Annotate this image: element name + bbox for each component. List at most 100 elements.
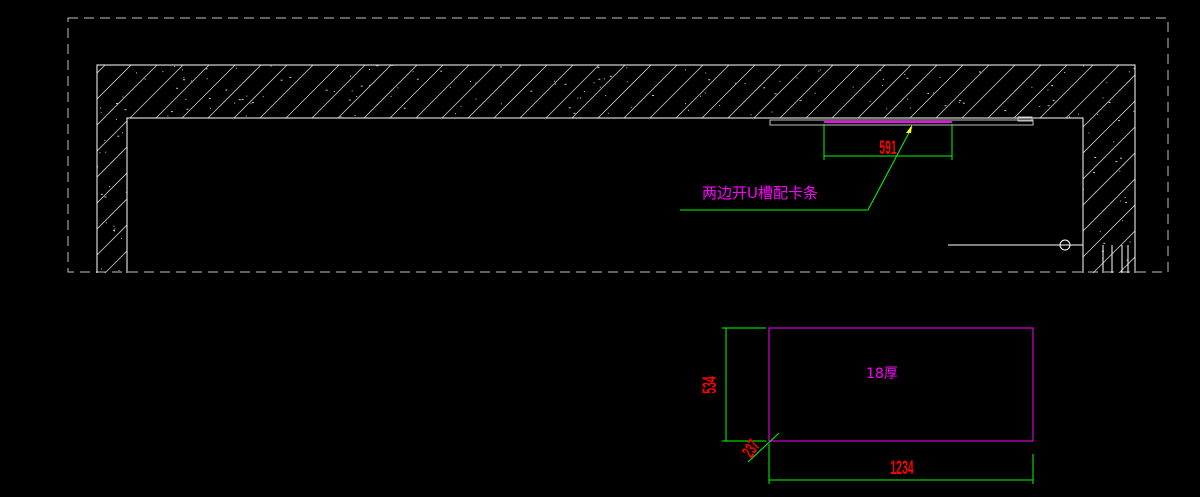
wall-outline <box>96 64 1136 273</box>
hatch-dot <box>1047 105 1050 107</box>
hatch-line <box>97 65 131 273</box>
hatch-dot <box>751 142 754 144</box>
hatch-dot <box>231 132 233 134</box>
hatch-dot <box>639 180 641 182</box>
hatch-dot <box>145 203 148 205</box>
hatch-dot <box>352 152 355 153</box>
hatch-dot <box>121 237 123 239</box>
hatch-dot <box>646 120 648 122</box>
callout-note: 两边开U槽配卡条 <box>702 184 818 202</box>
hatch-dot <box>1083 65 1085 67</box>
hatch-dot <box>730 144 733 146</box>
hatch-dot <box>649 174 651 176</box>
hatch-dot <box>369 248 371 250</box>
hatch-dot <box>397 87 399 89</box>
hatch-dot <box>1039 106 1041 107</box>
hatch-dot <box>104 196 107 198</box>
hatch-dot <box>383 138 385 140</box>
hatch-dot <box>1004 110 1007 112</box>
hatch-dot <box>198 217 201 219</box>
hatch-dot <box>418 163 420 165</box>
hatch-dot <box>530 251 531 252</box>
hatch-dot <box>974 233 976 235</box>
hatch-dot <box>196 197 198 199</box>
hatch-dot <box>688 255 691 256</box>
hatch-dot <box>279 205 282 207</box>
hatch-dot <box>445 180 447 182</box>
hatch-dot <box>875 238 877 240</box>
hatch-dot <box>640 267 642 269</box>
hatch-dot <box>750 114 752 116</box>
hatch-dot <box>852 86 854 88</box>
hatch-dot <box>655 192 658 194</box>
hatch-dot <box>954 194 956 195</box>
hatch-dot <box>734 177 737 179</box>
hatch-dot <box>849 131 852 133</box>
hatch-dot <box>174 66 176 68</box>
hatch-dot <box>381 143 383 145</box>
hatch-dot <box>475 82 477 84</box>
hatch-dot <box>242 221 243 223</box>
hatch-dot <box>1017 262 1019 264</box>
hatch-dot <box>1124 197 1126 199</box>
hatch-dot <box>867 219 870 221</box>
hatch-dot <box>1019 136 1022 138</box>
hatch-dot <box>884 186 886 188</box>
hatch-dot <box>356 96 358 97</box>
hatch-dot <box>235 67 237 69</box>
hatch-dot <box>526 144 528 146</box>
hatch-dot <box>475 98 477 100</box>
hatch-dot <box>613 204 616 206</box>
hatch-dot <box>915 213 917 215</box>
hatch-dot <box>1051 85 1053 87</box>
hatch-dot <box>937 181 939 183</box>
hatch-dot <box>979 71 981 73</box>
hatch-dot <box>834 270 836 272</box>
hatch-dot <box>523 124 525 126</box>
hatch-dot <box>914 255 916 257</box>
hatch-dot <box>903 256 906 258</box>
hatch-dot <box>255 204 257 206</box>
hatch-dot <box>880 70 882 72</box>
hatch-dot <box>533 253 535 255</box>
hatch-dot <box>1055 101 1057 103</box>
hatch-dot <box>568 107 571 109</box>
hatch-dot <box>879 257 881 259</box>
hatch-dot <box>206 78 208 80</box>
hatch-dot <box>719 105 721 107</box>
hatch-dot <box>193 167 196 169</box>
panel-offset-label: 237 <box>739 437 765 462</box>
hatch-dot <box>939 76 941 78</box>
hatch-dot <box>764 162 766 164</box>
hatch-dot <box>829 268 832 270</box>
hatch-dot <box>122 96 124 98</box>
hatch-dot <box>270 122 272 124</box>
hatch-dot <box>333 91 335 92</box>
hatch-dot <box>598 187 601 189</box>
hatch-line <box>1170 40 1200 300</box>
hatch-dot <box>245 115 247 117</box>
hatch-dot <box>273 230 275 232</box>
hatch-dot <box>1115 161 1118 163</box>
hatch-dot <box>790 213 792 215</box>
hatch-dot <box>379 157 380 159</box>
hatch-dot <box>222 216 224 218</box>
hatch-dot <box>709 136 711 138</box>
callout-leader: 两边开U槽配卡条 <box>680 125 913 211</box>
hatch-dot <box>189 199 191 201</box>
hatch-dot <box>183 79 185 81</box>
hatch-dot <box>100 268 102 270</box>
hatch-dot <box>294 130 297 132</box>
hatch-dot <box>330 134 333 135</box>
hatch-dot <box>698 135 700 137</box>
hatch-dot <box>822 184 824 186</box>
wall-base-detail <box>948 239 1129 273</box>
hatch-dot <box>460 248 462 250</box>
hatch-dot <box>570 189 572 191</box>
hatch-dot <box>1067 266 1069 268</box>
hatch-dot <box>1071 233 1073 235</box>
hatch-dot <box>1106 82 1108 84</box>
hatch-dot <box>114 228 116 230</box>
hatch-dot <box>378 118 380 120</box>
hatch-dot <box>1037 231 1040 233</box>
